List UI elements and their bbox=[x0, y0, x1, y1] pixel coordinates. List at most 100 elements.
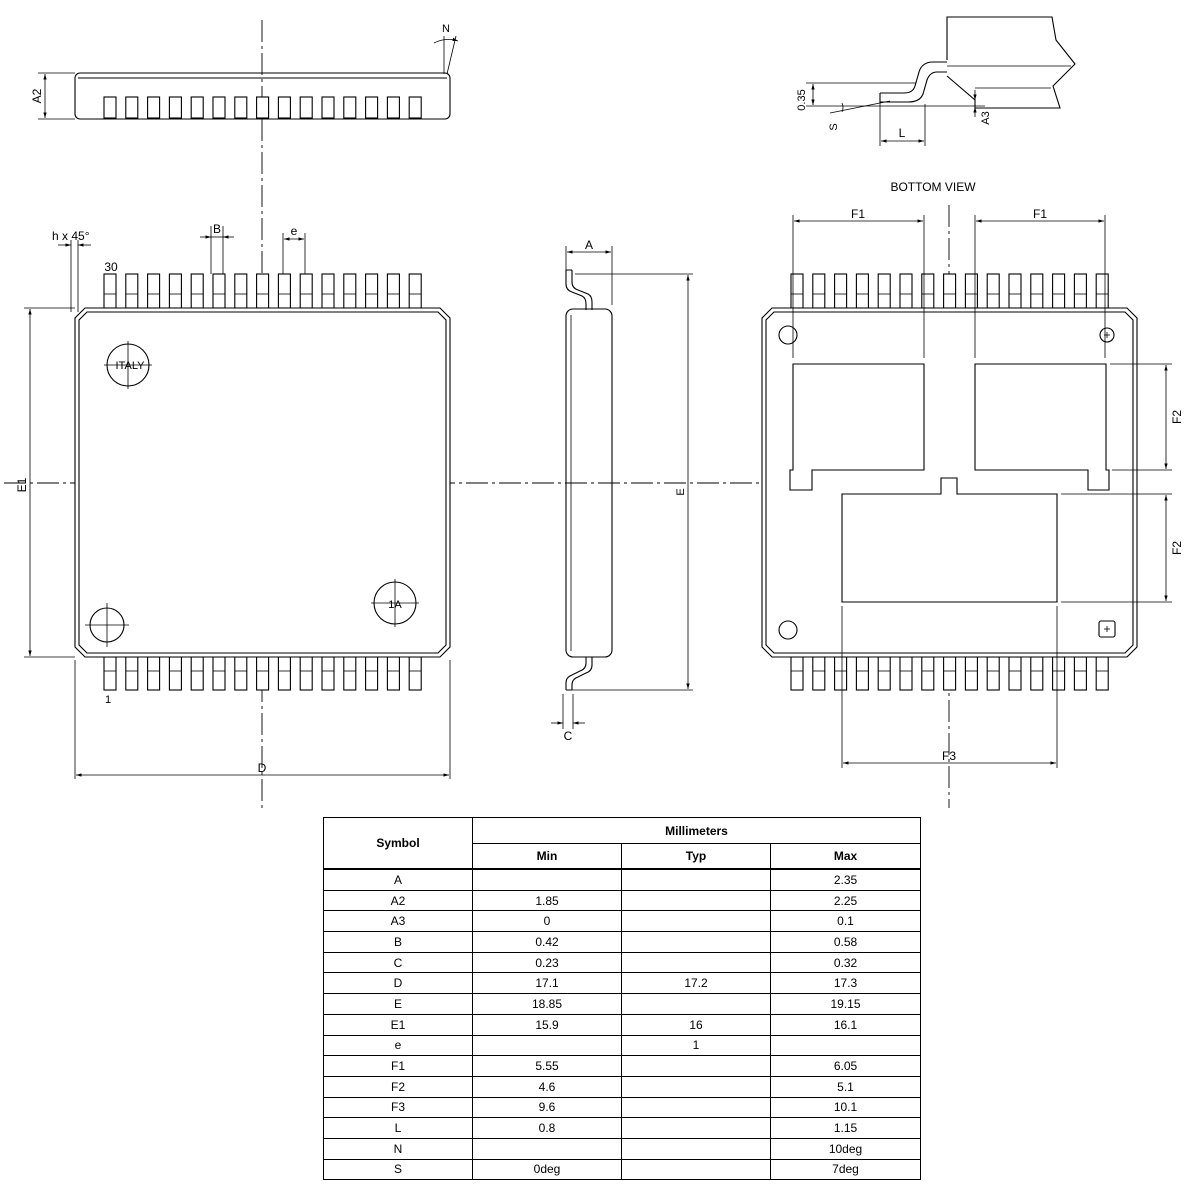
cell-symbol: A3 bbox=[323, 910, 473, 933]
bottom-view-lead bbox=[964, 273, 978, 309]
bottom-view-lead bbox=[790, 656, 804, 691]
bottom-view-top-leads bbox=[790, 273, 1109, 309]
lead-lower-edge bbox=[879, 71, 947, 103]
dimension-f2-upper: F2 bbox=[1110, 363, 1184, 471]
top-view-lead bbox=[321, 656, 335, 691]
cell-min: 9.6 bbox=[472, 1096, 622, 1119]
bottom-view-lead bbox=[943, 656, 957, 691]
top-view-lead bbox=[190, 656, 204, 691]
mark-1a-text: 1A bbox=[388, 599, 402, 611]
dimension-label-l: L bbox=[899, 126, 906, 140]
dimension-label-a: A bbox=[585, 238, 593, 252]
side-view-lead bbox=[125, 96, 139, 119]
side-view-lead bbox=[277, 96, 291, 119]
top-view-lead bbox=[343, 656, 357, 691]
top-view-top-leads bbox=[103, 273, 422, 309]
side-view-lead bbox=[386, 96, 400, 119]
package-drawing: N A2 0.35 S L bbox=[4, 16, 1184, 808]
cell-typ bbox=[621, 1117, 771, 1139]
cell-min: 15.9 bbox=[472, 1013, 622, 1036]
dimension-label-a3: A3 bbox=[980, 111, 992, 124]
plus-marker-square bbox=[1098, 620, 1116, 638]
cell-max: 10deg bbox=[770, 1137, 921, 1160]
cell-typ bbox=[621, 1055, 771, 1077]
cell-typ bbox=[621, 931, 771, 953]
bottom-view-body-inner-outline bbox=[765, 311, 1134, 654]
dimension-label-n: N bbox=[442, 23, 450, 35]
top-view-lead bbox=[408, 656, 422, 691]
top-view-lead bbox=[234, 273, 248, 309]
cell-max: 7deg bbox=[770, 1158, 921, 1181]
bottom-view-lead bbox=[1095, 273, 1109, 309]
plus-circle-icon bbox=[1099, 327, 1115, 343]
top-view-lead bbox=[256, 656, 270, 691]
dimension-label-f2-upper: F2 bbox=[1170, 410, 1184, 424]
dimension-label-e: e bbox=[291, 224, 298, 238]
dimension-a: A bbox=[565, 238, 613, 305]
top-view-lead bbox=[147, 656, 161, 691]
dimension-b: B bbox=[200, 222, 234, 274]
dimension-label-s: S bbox=[828, 123, 840, 130]
bottom-view: BOTTOM VIEW F1 F1 bbox=[761, 180, 1184, 768]
section-view-bottom-lead bbox=[565, 657, 593, 691]
lead-detail: 0.35 S L A3 bbox=[796, 16, 1076, 146]
dimension-label-f3: F3 bbox=[942, 749, 956, 763]
header-row: Min Typ Max bbox=[324, 843, 921, 870]
cell-typ bbox=[621, 889, 771, 912]
top-view-lead bbox=[234, 656, 248, 691]
bottom-view-lead bbox=[812, 656, 826, 691]
bottom-view-lead bbox=[986, 656, 1000, 691]
cell-min: 17.1 bbox=[472, 972, 622, 995]
dimension-e1: E1 bbox=[15, 307, 75, 658]
cell-symbol: C bbox=[323, 951, 473, 974]
top-view-lead bbox=[408, 273, 422, 309]
cell-max: 0.1 bbox=[770, 910, 921, 933]
side-view-lead bbox=[212, 96, 226, 119]
dimension-label-d: D bbox=[258, 761, 267, 775]
bottom-view-lead bbox=[1073, 273, 1087, 309]
cell-symbol: L bbox=[323, 1117, 473, 1139]
cell-typ bbox=[621, 1096, 771, 1119]
section-view-top-lead bbox=[565, 269, 593, 310]
dimension-n: N bbox=[433, 23, 459, 75]
top-view-lead bbox=[190, 273, 204, 309]
cell-typ bbox=[621, 951, 771, 974]
bottom-view-lead bbox=[899, 656, 913, 691]
side-view-lead bbox=[299, 96, 313, 119]
side-view-lead bbox=[103, 96, 117, 119]
cell-max: 19.15 bbox=[770, 993, 921, 1015]
angle-line bbox=[829, 100, 891, 114]
dimension-s: S bbox=[828, 100, 891, 131]
bottom-view-lead bbox=[855, 273, 869, 309]
top-view-lead bbox=[299, 273, 313, 309]
mounting-circle bbox=[778, 325, 798, 345]
cell-symbol: B bbox=[323, 931, 473, 953]
table-header: Symbol Millimeters Min Typ Max bbox=[323, 817, 921, 870]
dimension-a3: A3 bbox=[973, 90, 992, 125]
side-view-lead bbox=[321, 96, 335, 119]
bottom-view-lead bbox=[877, 273, 891, 309]
bottom-view-lead bbox=[1030, 273, 1044, 309]
dimension-label-gauge: 0.35 bbox=[796, 89, 808, 110]
dimension-label-a2: A2 bbox=[30, 88, 44, 103]
side-view-lead bbox=[408, 96, 422, 119]
top-view-lead bbox=[103, 656, 117, 691]
cell-typ bbox=[621, 1158, 771, 1181]
cell-symbol: D bbox=[323, 972, 473, 995]
dimension-f3: F3 bbox=[841, 606, 1058, 768]
dimension-l: L bbox=[879, 95, 926, 146]
cell-max: 16.1 bbox=[770, 1013, 921, 1036]
cell-max: 5.1 bbox=[770, 1075, 921, 1098]
bottom-view-lead bbox=[1095, 656, 1109, 691]
dimension-e: E bbox=[572, 273, 693, 691]
top-view-lead bbox=[365, 273, 379, 309]
cell-min: 0.42 bbox=[472, 931, 622, 953]
top-view-lead bbox=[343, 273, 357, 309]
cell-max: 2.25 bbox=[770, 889, 921, 912]
side-view-lead bbox=[147, 96, 161, 119]
